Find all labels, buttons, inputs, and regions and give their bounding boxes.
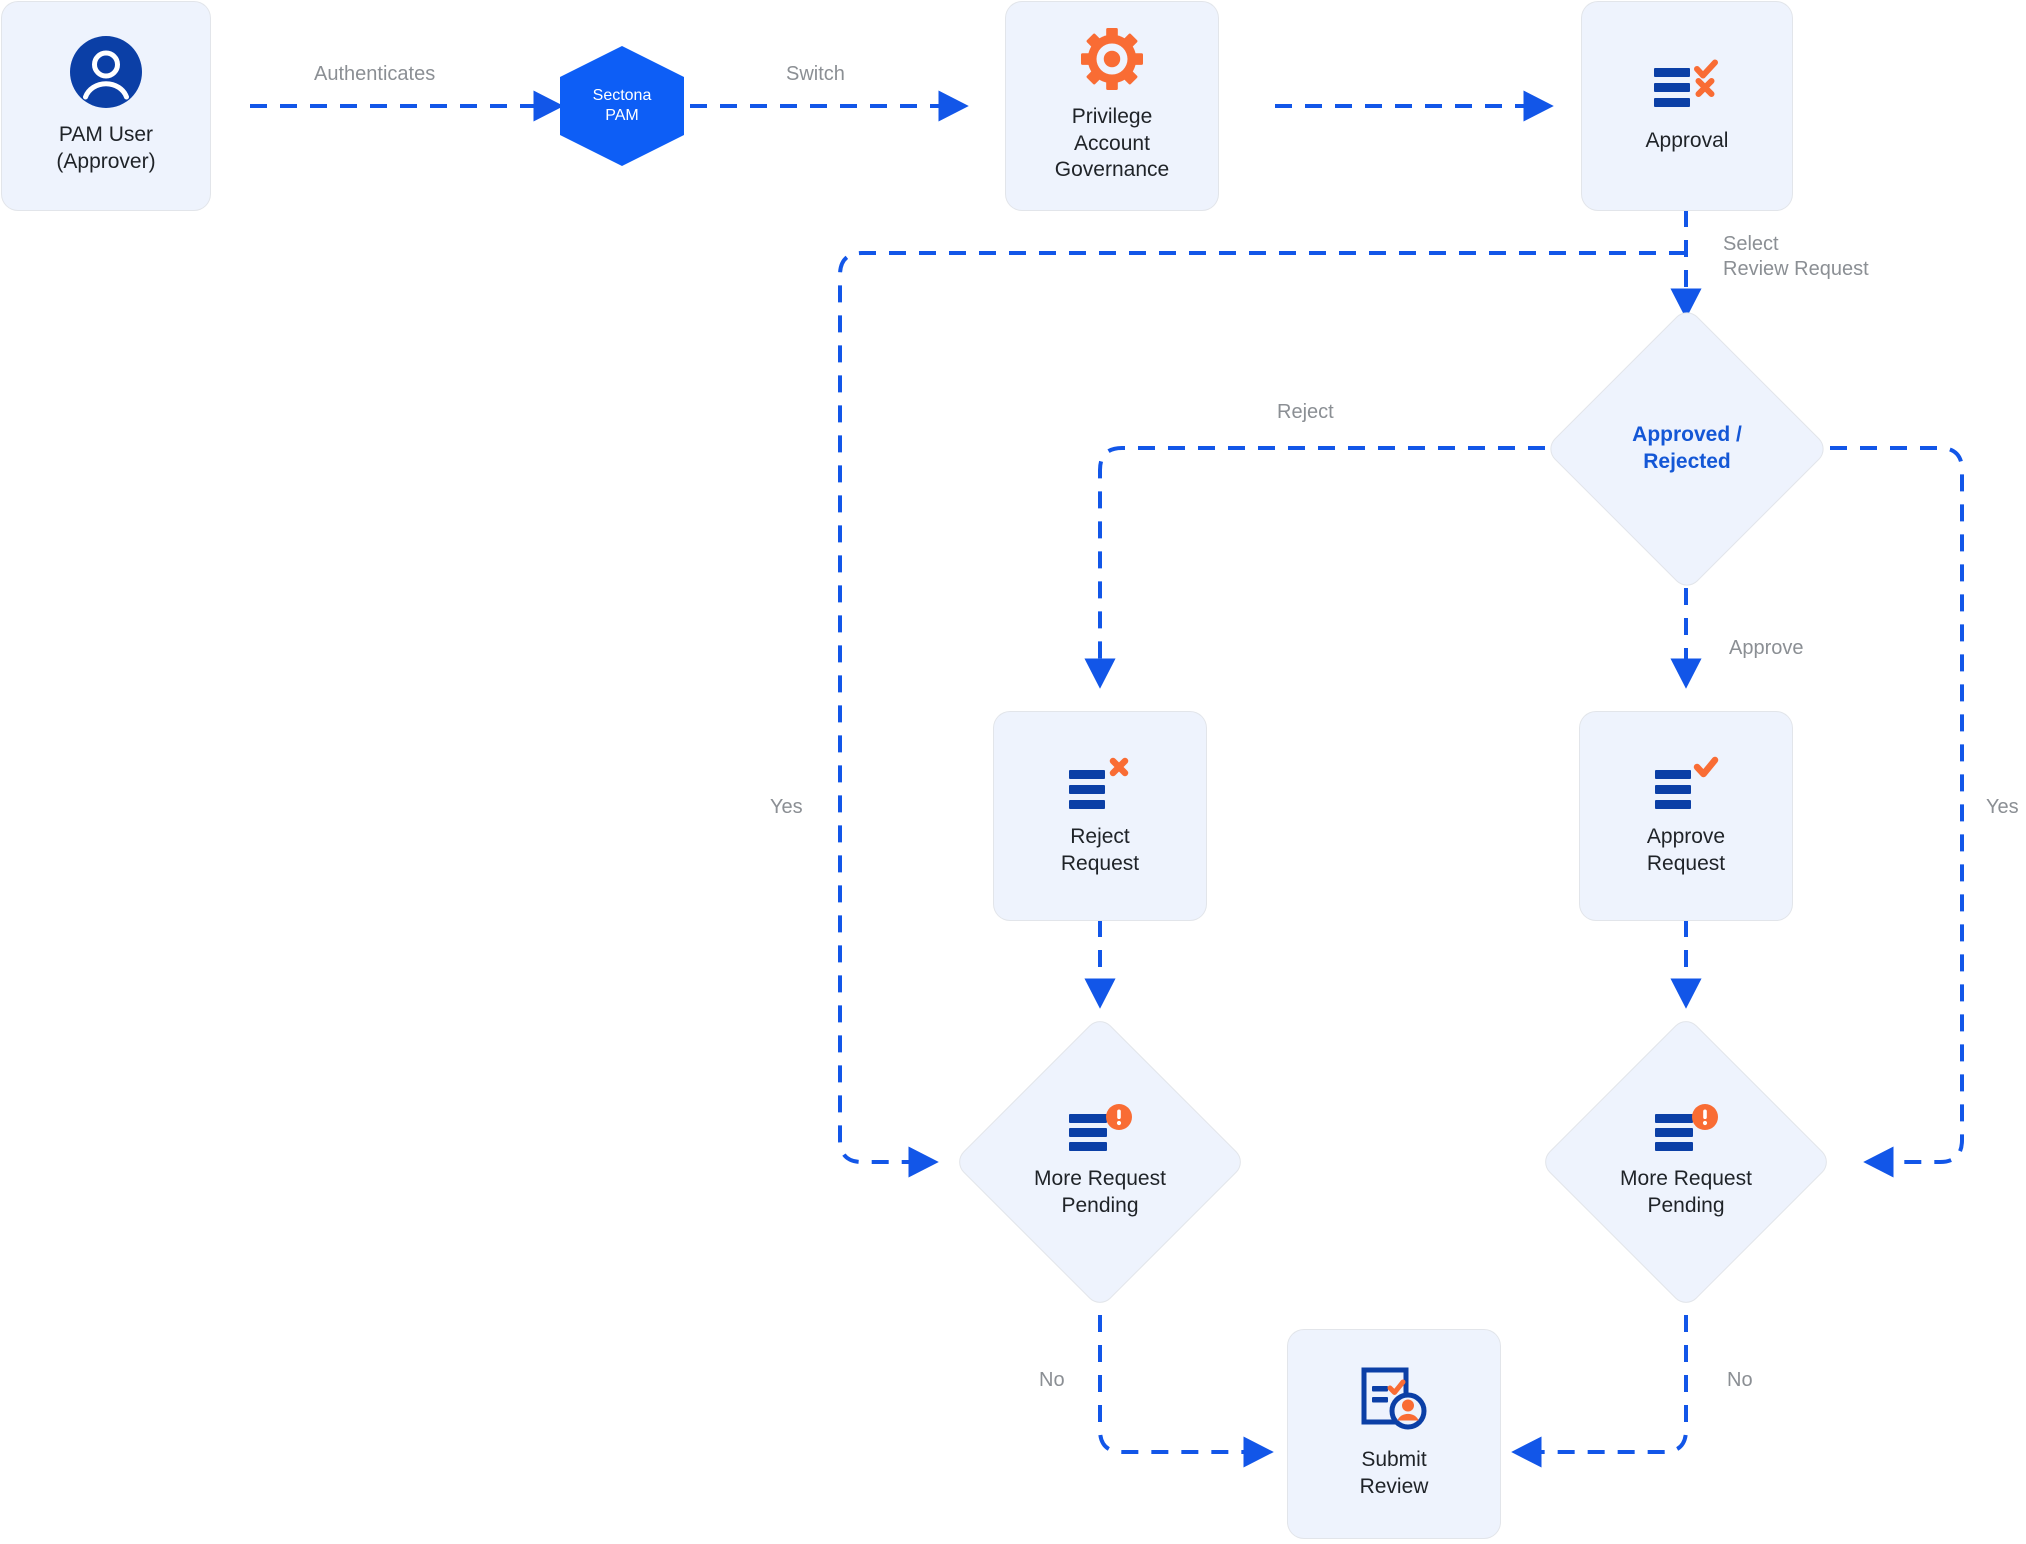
edge-label-reject: Reject: [1277, 401, 1334, 423]
node-more-request-pending-right[interactable]: More Request Pending: [1540, 1016, 1832, 1308]
edge-label-switch: Switch: [786, 63, 845, 85]
list-alert-icon: [1067, 1104, 1133, 1154]
list-cross-icon: [1067, 754, 1133, 810]
edge-label-approve: Approve: [1729, 637, 1804, 659]
node-more-request-pending-right-label: More Request Pending: [1620, 1167, 1752, 1217]
edge-no-left: [1098, 1315, 1274, 1468]
node-approved-rejected[interactable]: Approved / Rejected: [1545, 307, 1829, 591]
edge-label-no-right: No: [1727, 1369, 1753, 1391]
node-approval-label: Approval: [1645, 128, 1729, 152]
node-approved-rejected-label: Approved / Rejected: [1632, 423, 1742, 473]
node-reject-request[interactable]: Reject Request: [994, 712, 1206, 920]
hexagon-badge: [560, 46, 684, 166]
edge-label-yes-left: Yes: [770, 796, 803, 818]
node-sectona-pam[interactable]: Sectona PAM: [556, 44, 688, 168]
node-approve-request-label: Approve Request: [1646, 825, 1726, 875]
node-submit-review-label: Submit Review: [1359, 1448, 1429, 1498]
user-avatar-icon: [70, 36, 142, 109]
list-alert-icon: [1653, 1104, 1719, 1154]
edge-no-right: [1511, 1315, 1688, 1468]
node-pam-user-label: PAM User (Approver): [56, 123, 156, 173]
node-approve-request[interactable]: Approve Request: [1580, 712, 1792, 920]
node-submit-review[interactable]: Submit Review: [1288, 1330, 1500, 1538]
node-privilege-account-governance[interactable]: Privilege Account Governance: [1006, 2, 1218, 210]
node-sectona-pam-label: Sectona PAM: [592, 87, 652, 124]
node-reject-request-label: Reject Request: [1060, 825, 1140, 875]
edge-label-no-left: No: [1039, 1369, 1065, 1391]
gear-target-icon: [1081, 27, 1143, 90]
node-more-request-pending-left[interactable]: More Request Pending: [954, 1016, 1246, 1308]
edge-yes-right-loop: [1830, 446, 1964, 1178]
list-check-cross-icon: [1652, 58, 1722, 114]
node-pam-user[interactable]: PAM User (Approver): [2, 2, 210, 210]
list-check-icon: [1653, 754, 1719, 810]
edge-label-select-review: Select Review Request: [1723, 233, 1869, 281]
document-user-check-icon: [1360, 1367, 1428, 1433]
edge-label-yes-right: Yes: [1986, 796, 2019, 818]
edge-label-authenticates: Authenticates: [314, 63, 436, 85]
node-more-request-pending-left-label: More Request Pending: [1034, 1167, 1166, 1217]
node-approval[interactable]: Approval: [1582, 2, 1792, 210]
node-privilege-account-governance-label: Privilege Account Governance: [1054, 104, 1170, 182]
edge-reject: [1084, 446, 1545, 689]
